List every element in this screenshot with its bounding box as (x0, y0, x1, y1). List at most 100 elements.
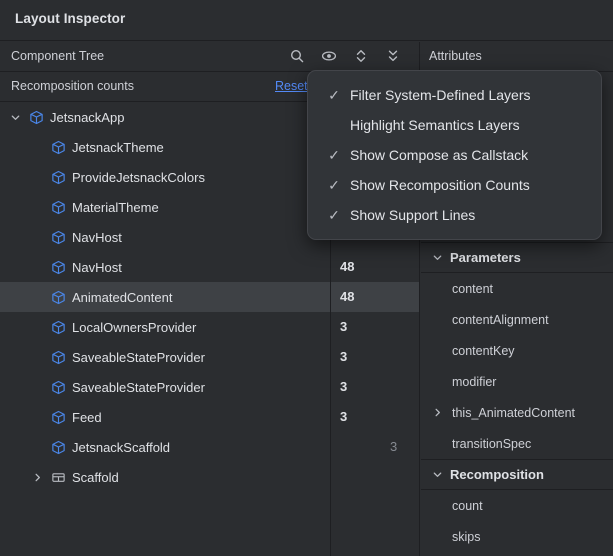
menu-item-label: Show Recomposition Counts (350, 177, 530, 193)
compose-node-icon (50, 259, 66, 275)
checkmark-icon: ✓ (328, 206, 340, 223)
tree-row-label: MaterialTheme (72, 199, 159, 215)
recomposition-count: 48 (340, 259, 355, 274)
attribute-label: content (452, 281, 494, 296)
page-title: Layout Inspector (15, 11, 126, 26)
attributes-header: Attributes (420, 42, 613, 72)
expand-all-icon[interactable] (351, 46, 371, 66)
menu-item-label: Highlight Semantics Layers (350, 117, 520, 133)
attribute-label: this_AnimatedContent (452, 405, 575, 420)
compose-node-icon (50, 229, 66, 245)
recomposition-counts-bar: Recomposition counts Reset (0, 72, 420, 102)
attribute-row[interactable]: contentKey (421, 335, 613, 366)
tree-row[interactable]: SaveableStateProvider 3 (0, 342, 419, 372)
compose-node-icon (50, 439, 66, 455)
tree-row-label: Feed (72, 409, 102, 425)
reset-link[interactable]: Reset (275, 79, 308, 93)
tree-row-label: AnimatedContent (72, 289, 173, 305)
tree-row[interactable]: SaveableStateProvider 3 (0, 372, 419, 402)
recomposition-count: 3 (390, 439, 398, 454)
menu-item[interactable]: ✓ Filter System-Defined Layers (308, 80, 601, 110)
tree-row-label: JetsnackScaffold (72, 439, 171, 455)
attribute-group-row[interactable]: Parameters (421, 242, 613, 273)
tree-row-label: SaveableStateProvider (72, 349, 205, 365)
chevron-down-icon[interactable] (8, 110, 22, 124)
chevron-right-icon[interactable] (30, 470, 44, 484)
attributes-header-label: Attributes (429, 49, 482, 63)
attribute-label: modifier (452, 374, 497, 389)
menu-item[interactable]: ✓ Show Recomposition Counts (308, 170, 601, 200)
menu-item-label: Show Support Lines (350, 207, 476, 223)
chevron-down-icon[interactable] (430, 468, 444, 482)
tree-row[interactable]: Feed 3 (0, 402, 419, 432)
chevron-down-icon[interactable] (430, 251, 444, 265)
menu-item[interactable]: Highlight Semantics Layers (308, 110, 601, 140)
attribute-label: Parameters (450, 250, 521, 265)
compose-node-icon (28, 109, 44, 125)
compose-node-icon (50, 139, 66, 155)
attribute-label: transitionSpec (452, 436, 532, 451)
checkmark-icon: ✓ (328, 176, 340, 193)
compose-node-icon (50, 169, 66, 185)
compose-node-icon (50, 289, 66, 305)
component-tree-toolbar (287, 46, 403, 66)
tree-row-label: NavHost (72, 229, 122, 245)
attribute-row[interactable]: modifier (421, 366, 613, 397)
tree-row[interactable]: JetsnackScaffold 3 (0, 432, 419, 462)
chevron-right-icon[interactable] (430, 406, 444, 420)
attribute-row[interactable]: content (421, 273, 613, 304)
compose-node-icon (50, 409, 66, 425)
checkmark-icon: ✓ (328, 146, 340, 163)
count-column-divider (330, 102, 331, 556)
tree-row[interactable]: MaterialTheme (0, 192, 419, 222)
recomposition-count: 3 (340, 379, 348, 394)
compose-node-icon (50, 199, 66, 215)
menu-item[interactable]: ✓ Show Support Lines (308, 200, 601, 230)
recomposition-count: 3 (340, 349, 348, 364)
menu-item-label: Show Compose as Callstack (350, 147, 529, 163)
tree-row-label: LocalOwnersProvider (72, 319, 197, 335)
view-node-icon (50, 469, 66, 485)
attribute-row[interactable]: transitionSpec (421, 428, 613, 459)
tree-row[interactable]: LocalOwnersProvider 3 (0, 312, 419, 342)
recomposition-count: 48 (340, 289, 355, 304)
collapse-all-icon[interactable] (383, 46, 403, 66)
tree-row[interactable]: AnimatedContent 48 (0, 282, 419, 312)
attribute-label: Recomposition (450, 467, 544, 482)
tree-row[interactable]: NavHost 48 (0, 252, 419, 282)
menu-item[interactable]: ✓ Show Compose as Callstack (308, 140, 601, 170)
tree-row-label: JetsnackApp (50, 109, 125, 125)
window-titlebar: Layout Inspector (0, 0, 613, 41)
attribute-label: count (452, 498, 483, 513)
attribute-row[interactable]: skips (421, 521, 613, 552)
tree-row[interactable]: ProvideJetsnackColors (0, 162, 419, 192)
checkmark-icon: ✓ (328, 86, 340, 103)
menu-item-label: Filter System-Defined Layers (350, 87, 531, 103)
tree-row-label: Scaffold (72, 469, 119, 485)
tree-row[interactable]: JetsnackTheme (0, 132, 419, 162)
attribute-row[interactable]: contentAlignment (421, 304, 613, 335)
search-icon[interactable] (287, 46, 307, 66)
compose-node-icon (50, 349, 66, 365)
compose-node-icon (50, 379, 66, 395)
attribute-row[interactable]: count (421, 490, 613, 521)
compose-node-icon (50, 319, 66, 335)
tree-row[interactable]: Scaffold (0, 462, 419, 492)
tree-row[interactable]: NavHost (0, 222, 419, 252)
tree-row-label: ProvideJetsnackColors (72, 169, 205, 185)
tree-row-label: JetsnackTheme (72, 139, 164, 155)
attribute-row[interactable]: this_AnimatedContent (421, 397, 613, 428)
recomposition-count: 3 (340, 319, 348, 334)
tree-row[interactable]: JetsnackApp (0, 102, 419, 132)
eye-icon[interactable] (319, 46, 339, 66)
component-tree-header: Component Tree (0, 42, 420, 72)
component-tree-header-label: Component Tree (11, 49, 105, 63)
recomposition-count: 3 (340, 409, 348, 424)
attribute-label: skips (452, 529, 481, 544)
attribute-group-row[interactable]: Recomposition (421, 459, 613, 490)
recomposition-counts-label: Recomposition counts (11, 79, 134, 93)
tree-row-label: NavHost (72, 259, 122, 275)
tree-row-label: SaveableStateProvider (72, 379, 205, 395)
